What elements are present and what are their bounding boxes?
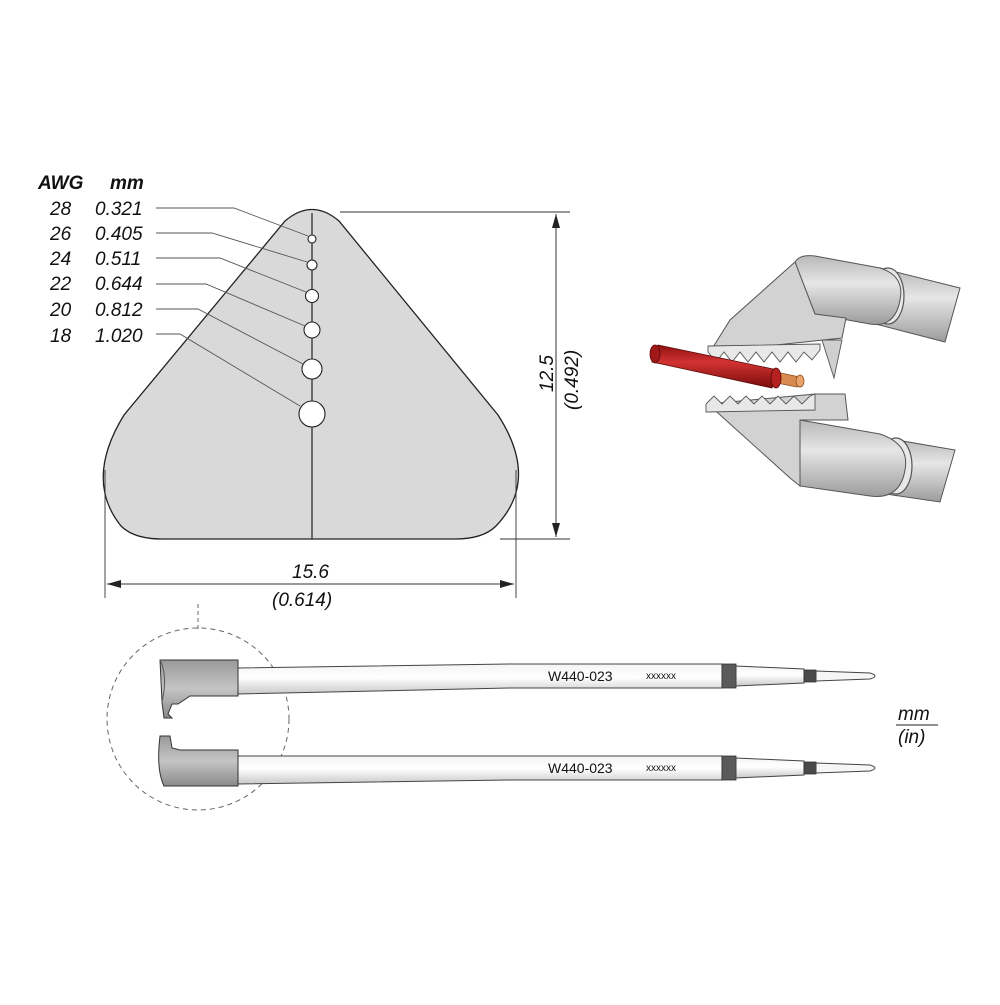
mm-value: 0.644 [95, 274, 143, 295]
width-dimension: 15.6 (0.614) [104, 470, 517, 611]
stripper-3d-illustration [649, 255, 961, 503]
leader-lines [156, 207, 309, 407]
mm-value: 0.321 [95, 199, 143, 220]
height-mm-label: 12.5 [537, 355, 558, 392]
upper-part-suffix: xxxxxx [646, 671, 676, 682]
detail-circle [106, 627, 290, 811]
awg-value: 26 [49, 224, 72, 245]
width-mm-label: 15.6 [292, 562, 329, 583]
upper-tip-head [159, 659, 239, 719]
upper-part-number: W440-023 [548, 668, 613, 684]
lower-part-suffix: xxxxxx [646, 763, 676, 774]
mm-header: mm [110, 173, 144, 194]
upper-tip-neck [735, 665, 805, 687]
upper-tip-band [721, 663, 737, 689]
units-in: (in) [898, 727, 925, 748]
lower-teeth [705, 393, 816, 413]
height-dimension: 12.5 (0.492) [340, 211, 583, 540]
awg-table: AWG mm 28 0.321 26 0.405 24 0.511 22 0.6… [37, 173, 144, 347]
lower-tip-side-view: W440-023 xxxxxx [158, 735, 876, 787]
blade-front-view [102, 208, 520, 540]
mm-value: 1.020 [95, 326, 143, 347]
awg-value: 24 [49, 249, 71, 270]
upper-housing [794, 255, 902, 325]
mm-value: 0.511 [95, 249, 141, 270]
lower-part-number: W440-023 [548, 760, 613, 776]
hole-awg-18 [298, 400, 326, 428]
hole-awg-24 [304, 288, 320, 304]
mm-value: 0.405 [95, 224, 143, 245]
width-in-label: (0.614) [272, 590, 332, 611]
upper-spike [821, 339, 843, 380]
upper-tip-point [815, 670, 876, 682]
hole-awg-20 [301, 358, 323, 380]
lower-tip-neck [735, 757, 805, 779]
hole-awg-28 [307, 234, 317, 244]
units-legend: mm (in) [896, 704, 938, 748]
awg-value: 22 [49, 274, 72, 295]
awg-value: 28 [49, 199, 72, 220]
lower-tip-head [158, 735, 239, 787]
awg-value: 20 [49, 300, 72, 321]
lower-housing [799, 419, 907, 497]
awg-header: AWG [37, 173, 84, 194]
lower-jaw [706, 393, 849, 488]
units-mm: mm [898, 704, 930, 725]
lower-tip-band [721, 755, 737, 781]
height-in-label: (0.492) [562, 350, 583, 410]
upper-jaw [709, 261, 847, 353]
upper-tip-side-view: W440-023 xxxxxx [159, 659, 876, 719]
awg-value: 18 [50, 326, 72, 347]
mm-value: 0.812 [95, 300, 143, 321]
hole-awg-22 [303, 321, 321, 339]
lower-tip-point [815, 762, 876, 774]
hole-awg-26 [306, 259, 318, 271]
